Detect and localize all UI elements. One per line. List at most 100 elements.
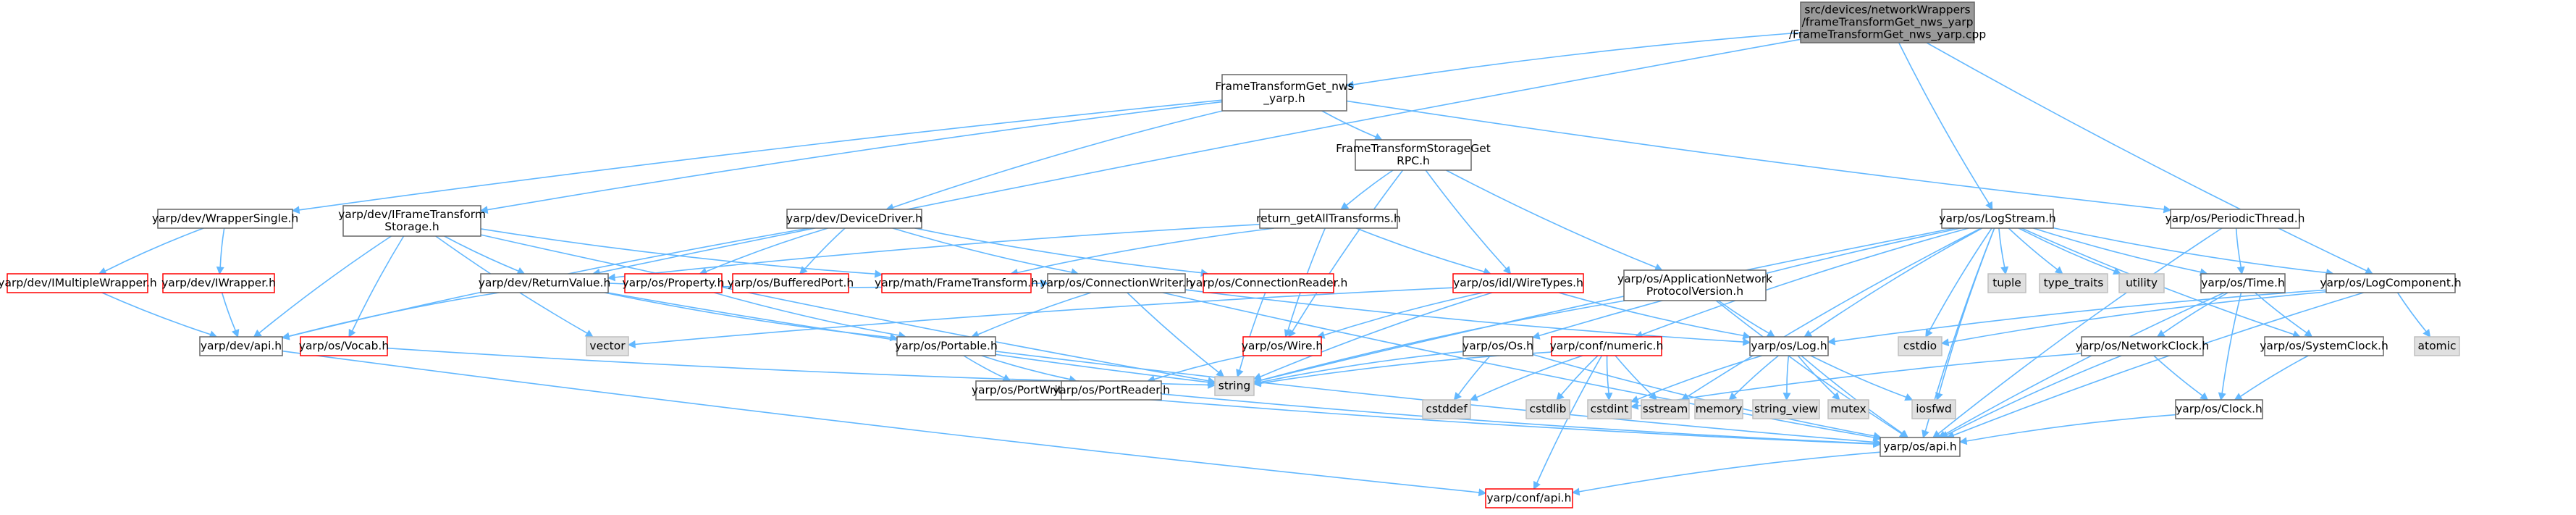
edge-log_stream-to-type_traits xyxy=(2008,227,2058,270)
edge-wire_types-to-vector xyxy=(634,287,1454,346)
arrowhead-periodic_thread-to-os_api xyxy=(1932,430,1941,438)
node-cstddef: cstddef xyxy=(1422,399,1471,419)
edge-root-to-log_component xyxy=(1926,42,2367,272)
node-label: yarp/math/FrameTransform.h xyxy=(875,277,1038,290)
node-ftg-h[interactable]: FrameTransformGet_nws_yarp.h xyxy=(1215,74,1354,112)
node-wrapper-single[interactable]: yarp/dev/WrapperSingle.h xyxy=(152,209,298,229)
node-app-net-proto[interactable]: yarp/os/ApplicationNetworkProtocolVersio… xyxy=(1617,269,1772,301)
node-time-h[interactable]: yarp/os/Time.h xyxy=(2200,273,2286,293)
node-box xyxy=(1749,336,1829,356)
node-log-h[interactable]: yarp/os/Log.h xyxy=(1749,336,1829,356)
node-os-h[interactable]: yarp/os/Os.h xyxy=(1462,336,1533,356)
node-vocab[interactable]: yarp/os/Vocab.h xyxy=(299,336,389,356)
node-network-clock[interactable]: yarp/os/NetworkClock.h xyxy=(2076,336,2209,356)
node-portable[interactable]: yarp/os/Portable.h xyxy=(895,336,998,356)
node-box xyxy=(2264,336,2384,356)
arrowhead-ftsg-to-app_net_proto xyxy=(1654,263,1663,271)
node-clock[interactable]: yarp/os/Clock.h xyxy=(2175,399,2263,419)
node-label: _yarp.h xyxy=(1263,92,1305,106)
arrowhead-log_stream-to-type_traits xyxy=(2054,266,2063,275)
arrowhead-clock-to-os_api xyxy=(1958,437,1968,445)
node-label: atomic xyxy=(2418,340,2457,353)
node-device-driver[interactable]: yarp/dev/DeviceDriver.h xyxy=(786,209,922,229)
arrowhead-conn_writer-to-log_h xyxy=(1742,338,1751,346)
node-vector: vector xyxy=(586,336,629,356)
node-box xyxy=(1525,399,1570,419)
arrowhead-log_stream-to-os_h xyxy=(1531,332,1541,340)
edge-port_reader-to-os_api xyxy=(1161,393,1874,445)
node-label: cstdio xyxy=(1903,340,1937,353)
node-box xyxy=(624,273,723,293)
node-label: yarp/os/NetworkClock.h xyxy=(2076,340,2209,353)
node-label: yarp/os/LogComponent.h xyxy=(2320,277,2461,290)
node-string-view: string_view xyxy=(1752,399,1820,419)
node-periodic-thread[interactable]: yarp/os/PeriodicThread.h xyxy=(2165,209,2305,229)
node-conn-writer[interactable]: yarp/os/ConnectionWriter.h xyxy=(1040,273,1193,293)
edge-log_stream-to-cstdio xyxy=(1928,227,1992,332)
node-iwrapper[interactable]: yarp/dev/IWrapper.h xyxy=(161,273,276,293)
node-label: iosfwd xyxy=(1916,403,1952,416)
node-label: yarp/os/Time.h xyxy=(2201,277,2285,290)
node-wire[interactable]: yarp/os/Wire.h xyxy=(1242,336,1323,356)
edge-app_net_proto-to-log_h xyxy=(1718,300,1769,334)
node-label: yarp/os/Wire.h xyxy=(1242,340,1323,353)
edge-ftsg-to-ret_all xyxy=(1345,169,1394,206)
arrowhead-wire_types-to-vector xyxy=(627,340,636,348)
edge-ftg_h-to-wrapper_single xyxy=(298,99,1223,211)
node-box xyxy=(2175,399,2263,419)
node-buffered-port[interactable]: yarp/os/BufferedPort.h xyxy=(728,273,854,293)
node-label: /frameTransformGet_nws_yarp xyxy=(1802,16,1974,30)
arrowhead-wire_types-to-log_h xyxy=(1742,331,1751,340)
node-imultiple[interactable]: yarp/dev/IMultipleWrapper.h xyxy=(0,273,157,293)
node-label: yarp/conf/api.h xyxy=(1486,492,1571,505)
arrowhead-log_h-to-mutex xyxy=(1832,392,1840,401)
node-label: yarp/dev/IMultipleWrapper.h xyxy=(0,277,157,290)
arrowhead-device_driver-to-buffered_port xyxy=(799,266,808,275)
node-utility: utility xyxy=(2118,273,2165,293)
edge-log_stream-to-string xyxy=(1260,227,1955,381)
node-conf-api[interactable]: yarp/conf/api.h xyxy=(1485,488,1573,508)
arrowhead-conf_numeric-to-string xyxy=(1253,379,1262,388)
node-os-api[interactable]: yarp/os/api.h xyxy=(1880,437,1961,457)
node-root[interactable]: src/devices/networkWrappers/frameTransfo… xyxy=(1789,1,1986,43)
node-box xyxy=(1485,488,1573,508)
node-log-component[interactable]: yarp/os/LogComponent.h xyxy=(2320,273,2462,293)
node-label: yarp/os/idl/WireTypes.h xyxy=(1453,277,1583,290)
node-box xyxy=(1047,273,1186,293)
node-ret-all[interactable]: return_getAllTransforms.h xyxy=(1256,209,1401,229)
node-label: yarp/os/Property.h xyxy=(622,277,724,290)
node-property[interactable]: yarp/os/Property.h xyxy=(622,273,725,293)
node-box xyxy=(2039,273,2108,293)
edge-device_driver-to-buffered_port xyxy=(804,227,846,270)
node-box xyxy=(1911,399,1956,419)
edge-dev_api-to-conf_api xyxy=(282,350,1480,493)
node-conn-reader[interactable]: yarp/os/ConnectionReader.h xyxy=(1190,273,1348,293)
node-label: yarp/dev/ReturnValue.h xyxy=(479,277,611,290)
node-label: yarp/os/PortWriter.h xyxy=(972,384,1083,397)
node-box xyxy=(2414,336,2460,356)
node-conf-numeric[interactable]: yarp/conf/numeric.h xyxy=(1550,336,1664,356)
node-port-reader[interactable]: yarp/os/PortReader.h xyxy=(1053,380,1170,401)
arrowhead-ftsg-to-wire_types xyxy=(1503,266,1512,275)
node-dev-api[interactable]: yarp/dev/api.h xyxy=(199,336,283,356)
node-box xyxy=(1203,273,1334,293)
arrowhead-log_h-to-string_view xyxy=(1782,393,1791,401)
arrowhead-iframe_storage-to-return_value xyxy=(516,267,526,275)
node-log-stream[interactable]: yarp/os/LogStream.h xyxy=(1939,209,2056,229)
node-mutex: mutex xyxy=(1827,399,1869,419)
edge-ftg_h-to-device_driver xyxy=(892,110,1223,209)
edge-device_driver-to-property xyxy=(705,227,828,272)
node-cstdint: cstdint xyxy=(1587,399,1632,419)
node-system-clock[interactable]: yarp/os/SystemClock.h xyxy=(2260,336,2388,356)
arrowhead-conf_numeric-to-sstream xyxy=(1649,392,1657,401)
node-label: utility xyxy=(2126,277,2158,290)
node-label: yarp/os/BufferedPort.h xyxy=(728,277,854,290)
node-wire-types[interactable]: yarp/os/idl/WireTypes.h xyxy=(1452,273,1584,293)
node-return-value[interactable]: yarp/dev/ReturnValue.h xyxy=(479,273,611,293)
arrowhead-network_clock-to-clock xyxy=(2200,392,2209,401)
arrowhead-periodic_thread-to-time_h xyxy=(2236,266,2245,275)
node-frame-transform[interactable]: yarp/math/FrameTransform.h xyxy=(875,273,1038,293)
edge-periodic_thread-to-time_h xyxy=(2235,227,2242,268)
